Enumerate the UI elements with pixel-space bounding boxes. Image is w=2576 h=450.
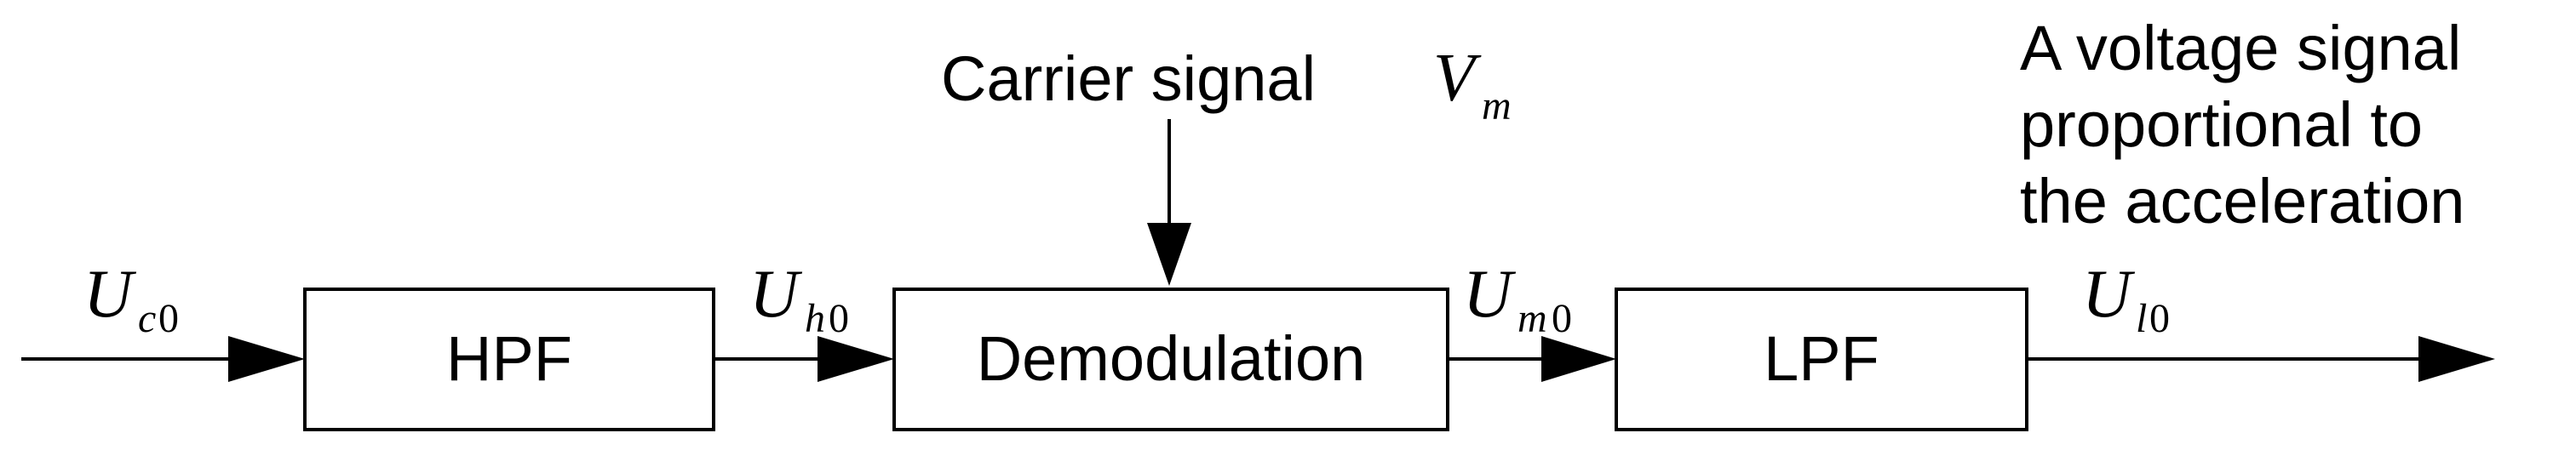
carrier-subscript: m	[1482, 83, 1512, 128]
output-note-line2: proportional to	[2020, 89, 2423, 160]
carrier-arrowhead	[1147, 223, 1191, 286]
signal-uh0: U h 0	[749, 257, 849, 341]
um0-symbol: U	[1463, 257, 1517, 332]
lpf-box	[1615, 288, 2028, 431]
output-note-line1: A voltage signal	[2020, 13, 2461, 83]
signal-uc0: U c 0	[83, 257, 179, 341]
uc0-symbol: U	[83, 257, 137, 332]
signal-um0: U m 0	[1463, 257, 1572, 341]
carrier-label: Carrier signal	[941, 43, 1316, 114]
uh0-sub: h	[805, 296, 825, 341]
demodulation-box	[892, 288, 1449, 431]
uh0-symbol: U	[749, 257, 803, 332]
demodulation-block: Demodulation	[892, 288, 1449, 431]
demod-to-lpf-arrowhead	[1541, 336, 1616, 382]
lpf-label: LPF	[1764, 323, 1879, 394]
uc0-sub-digit: 0	[158, 296, 179, 341]
lpf-block: LPF	[1615, 288, 2028, 431]
hpf-label: HPF	[446, 323, 572, 394]
output-arrowhead	[2418, 336, 2495, 382]
carrier-symbol: V	[1433, 41, 1482, 116]
hpf-box	[303, 288, 715, 431]
ul0-sub-digit: 0	[2149, 296, 2170, 341]
input-arrowhead	[228, 336, 305, 382]
uc0-sub: c	[138, 296, 156, 341]
output-note-line3: the acceleration	[2020, 166, 2464, 236]
um0-sub-digit: 0	[1552, 296, 1572, 341]
ul0-sub: l	[2136, 296, 2147, 341]
signal-ul0: U l 0	[2082, 257, 2170, 341]
hpf-block: HPF	[303, 288, 715, 431]
demodulation-label: Demodulation	[977, 323, 1366, 394]
um0-sub: m	[1517, 296, 1547, 341]
ul0-symbol: U	[2082, 257, 2136, 332]
uh0-sub-digit: 0	[829, 296, 849, 341]
hpf-to-demod-arrowhead	[818, 336, 894, 382]
